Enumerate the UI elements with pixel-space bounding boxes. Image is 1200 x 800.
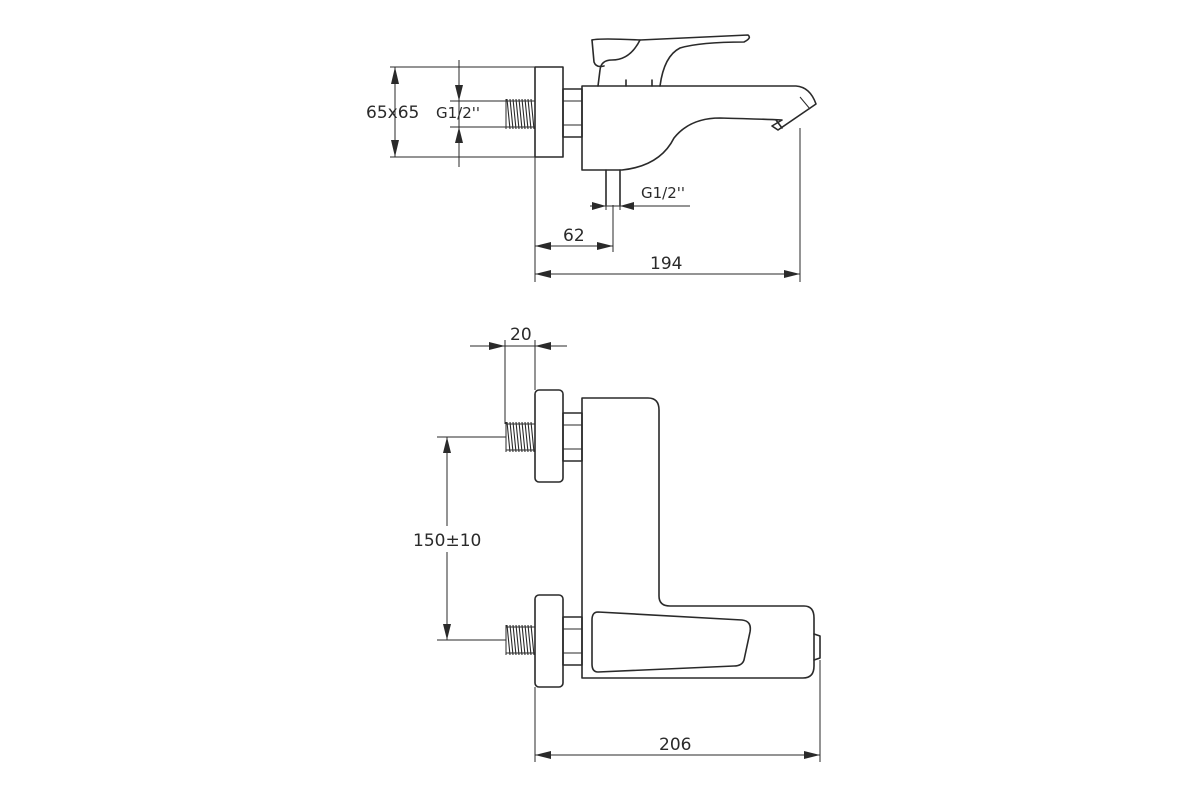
front-upper-flange [534,389,564,483]
dim-flange-width-label: 20 [510,325,532,345]
front-lower-nut [562,616,583,666]
front-lower-thread [505,624,535,656]
dim-total-width: 206 [534,660,821,762]
dim-outlet-offset: 62 [534,157,614,282]
dim-inlet-spacing-label: 150±10 [413,531,481,551]
dim-total-depth-label: 194 [650,254,682,274]
side-hex-nut [562,88,583,138]
side-inlet-thread [505,98,535,130]
side-mixer-body [581,85,817,171]
dim-flange-size-label: 65x65 [366,103,419,123]
dim-inlet-thread: G1/2'' [436,60,505,167]
front-lower-flange [534,594,564,688]
front-upper-thread [505,421,535,453]
side-wall-flange [534,66,564,158]
front-knob [813,633,821,661]
front-lever-inset [591,611,752,673]
dim-inlet-thread-label: G1/2'' [436,104,480,122]
dim-flange-size: 65x65 [366,66,535,158]
dim-outlet-offset-label: 62 [563,226,585,246]
dim-outlet-thread-label: G1/2'' [641,184,685,202]
side-view: 65x65 G1/2'' G1/2'' 62 [366,34,817,282]
dim-total-depth: 194 [535,128,801,282]
front-upper-nut [562,412,583,462]
dim-flange-width: 20 [470,325,567,424]
dim-total-width-label: 206 [659,735,691,755]
dim-outlet-thread: G1/2'' [590,184,690,210]
dim-inlet-spacing: 150±10 [413,436,506,641]
side-outlet-stub [605,169,621,206]
side-lever-handle [597,34,751,87]
front-mixer-body [581,397,815,679]
front-view: 20 150±10 206 [413,325,821,762]
